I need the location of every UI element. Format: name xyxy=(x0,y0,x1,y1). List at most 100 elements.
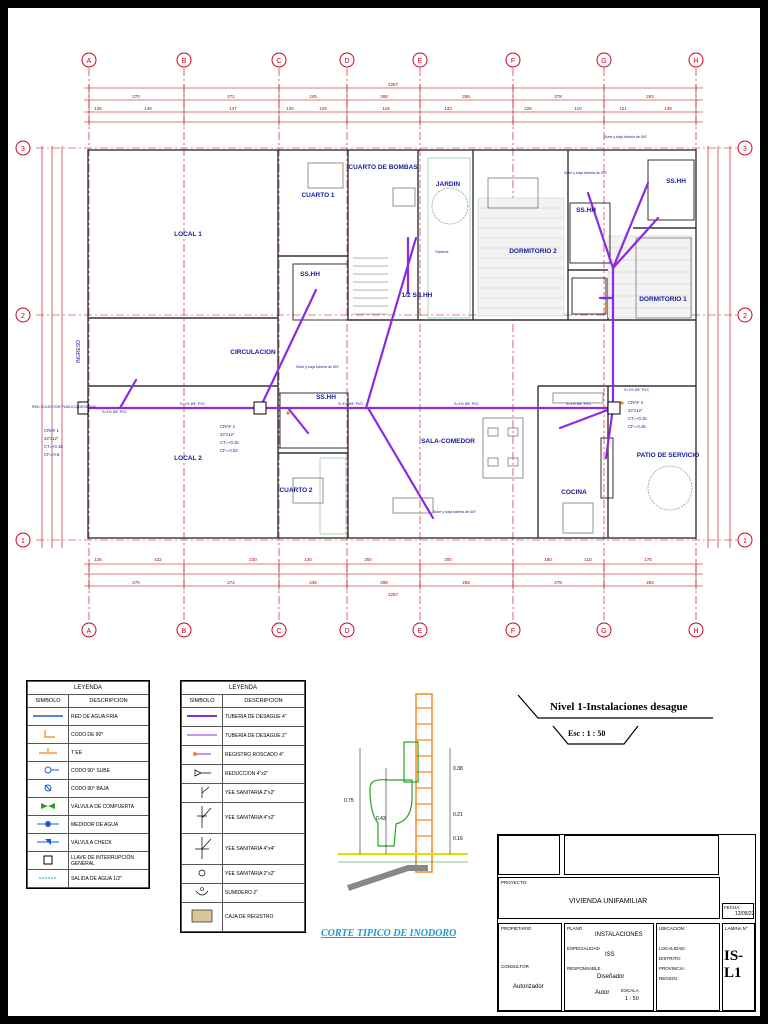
svg-text:2257: 2257 xyxy=(388,82,399,87)
svg-text:G: G xyxy=(601,58,606,65)
registry-box-icon xyxy=(191,909,213,923)
grid-bubble-h-top: H xyxy=(688,52,704,68)
orange-markers xyxy=(286,306,624,415)
svg-text:0.75: 0.75 xyxy=(344,798,354,804)
legend-col-desc: DESCRIPCION xyxy=(222,694,305,708)
elbow-up-icon xyxy=(44,766,59,773)
grid-bubble-c-bottom: C xyxy=(271,622,287,638)
svg-text:258: 258 xyxy=(462,94,470,99)
general-shutoff-icon xyxy=(43,855,53,864)
svg-text:422: 422 xyxy=(154,557,162,562)
toilet-section xyxy=(338,693,468,891)
svg-text:S=1% Ø4" PVC: S=1% Ø4" PVC xyxy=(338,402,364,406)
grid-bubble-f-top: F xyxy=(505,52,521,68)
svg-text:CRAF 1: CRAF 1 xyxy=(44,428,60,433)
hatch-floor xyxy=(477,197,693,319)
svg-text:225: 225 xyxy=(524,106,532,111)
legend-row: T EE xyxy=(27,743,149,762)
svg-text:0.38: 0.38 xyxy=(453,766,463,772)
drain-2in-line-icon xyxy=(187,734,217,736)
ingreso-label: INGRESO xyxy=(76,340,82,363)
svg-text:C: C xyxy=(276,58,281,65)
walls xyxy=(87,149,697,539)
svg-text:258: 258 xyxy=(462,580,470,585)
svg-text:278: 278 xyxy=(554,94,562,99)
svg-text:SS.HH: SS.HH xyxy=(300,271,320,278)
svg-text:133: 133 xyxy=(444,106,452,111)
grid-bubble-d-top: D xyxy=(339,52,355,68)
svg-text:CUARTO 1: CUARTO 1 xyxy=(301,192,334,199)
room-labels: LOCAL 1 LOCAL 2 CUARTO 1 CUARTO 2 CUARTO… xyxy=(174,164,699,496)
water-outlet-icon xyxy=(39,877,57,878)
project-box: PROYECTO: VIVIENDA UNIFAMILIAR xyxy=(498,877,720,919)
dimension-ticks xyxy=(88,84,697,590)
svg-text:CIRCULACION: CIRCULACION xyxy=(230,349,276,356)
svg-text:SS.HH: SS.HH xyxy=(316,394,336,401)
svg-text:E: E xyxy=(418,58,423,65)
date-box: FECHA: 12/05/23 xyxy=(722,903,755,919)
svg-text:278: 278 xyxy=(554,580,562,585)
svg-text:1: 1 xyxy=(743,538,747,545)
svg-text:1/2 SS.HH: 1/2 SS.HH xyxy=(402,292,433,299)
svg-text:S=1% Ø4" PVC: S=1% Ø4" PVC xyxy=(566,402,592,406)
svg-text:F: F xyxy=(511,58,515,65)
wye-4x4-icon xyxy=(195,837,212,859)
sheet-number: IS-L1 xyxy=(724,948,744,981)
grid-bubble-e-top: E xyxy=(412,52,428,68)
sheet-scale: Esc : 1 : 50 xyxy=(568,729,605,738)
sheet-title-frame xyxy=(517,694,713,745)
section-title: CORTE TIPICO DE INODORO xyxy=(321,928,456,939)
location-box: UBICACION: LOCALIDAD: DISTRITO: PROVINCI… xyxy=(656,923,720,1011)
legend-row: MEDIDOR DE AGUA xyxy=(27,815,149,834)
svg-text:JARDIN: JARDIN xyxy=(436,181,461,188)
wye-icon xyxy=(198,869,206,877)
svg-text:DORMITORIO 1: DORMITORIO 1 xyxy=(639,296,687,303)
legend-col-symbol: SIMBOLO xyxy=(27,694,69,708)
legend-row: CODO 90° BAJA xyxy=(27,779,149,798)
grid-bubble-b-top: B xyxy=(176,52,192,68)
svg-text:272: 272 xyxy=(227,580,235,585)
svg-text:272: 272 xyxy=(227,94,235,99)
svg-text:PATIO DE SERVICIO: PATIO DE SERVICIO xyxy=(637,452,699,459)
bathrooms xyxy=(279,159,695,499)
water-meter-icon xyxy=(37,820,59,827)
drain-4in-line-icon xyxy=(187,715,217,717)
svg-text:A: A xyxy=(87,58,92,65)
legend-col-symbol: SIMBOLO xyxy=(181,694,223,708)
svg-text:CUARTO 2: CUARTO 2 xyxy=(279,487,312,494)
floor-drain-icon xyxy=(195,887,209,896)
svg-text:175: 175 xyxy=(644,557,652,562)
svg-text:Sube y baja tuberia de Ø4": Sube y baja tuberia de Ø4" xyxy=(433,510,477,514)
elbow-90-icon xyxy=(44,729,55,738)
grid-bubble-2-right: 2 xyxy=(737,307,753,323)
svg-text:138: 138 xyxy=(664,106,672,111)
plan-box: PLANO INSTALACIONES ESPECIALIDAD ISS RES… xyxy=(564,923,654,1011)
svg-text:DORMITORIO 2: DORMITORIO 2 xyxy=(509,248,557,255)
svg-text:B: B xyxy=(182,58,187,65)
svg-text:A: A xyxy=(87,628,92,635)
svg-text:Sube y baja tuberia de Ø4": Sube y baja tuberia de Ø4" xyxy=(296,365,340,369)
grid-bubble-3-right: 3 xyxy=(737,140,753,156)
grid-lines xyxy=(36,68,738,620)
svg-text:125: 125 xyxy=(94,106,102,111)
svg-text:2: 2 xyxy=(743,313,747,320)
svg-text:140: 140 xyxy=(304,557,312,562)
grid-bubble-c-top: C xyxy=(271,52,287,68)
svg-text:RED COLECTOR PUBLICO DESAGUE: RED COLECTOR PUBLICO DESAGUE xyxy=(32,405,96,409)
annotations: Sube y baja tuberia de Ø4" Sube y baja t… xyxy=(32,135,650,514)
svg-text:LOCAL 1: LOCAL 1 xyxy=(174,231,202,238)
gate-valve-icon xyxy=(41,802,55,809)
svg-text:CRAF 3: CRAF 3 xyxy=(628,400,644,405)
section-dims: 0.75 0.43 0.38 0.21 0.16 xyxy=(344,766,463,842)
svg-text:110: 110 xyxy=(574,106,582,111)
furniture xyxy=(292,162,692,534)
grid-bubble-f-bottom: F xyxy=(505,622,521,638)
grid-bubble-1-right: 1 xyxy=(737,532,753,548)
legend-row: VÁLVULA DE COMPUERTA xyxy=(27,797,149,816)
svg-text:140: 140 xyxy=(144,106,152,111)
svg-text:COCINA: COCINA xyxy=(561,489,587,496)
svg-text:G: G xyxy=(601,628,606,635)
svg-text:0.43: 0.43 xyxy=(376,816,386,822)
svg-text:CT=+0.15: CT=+0.15 xyxy=(628,416,647,421)
